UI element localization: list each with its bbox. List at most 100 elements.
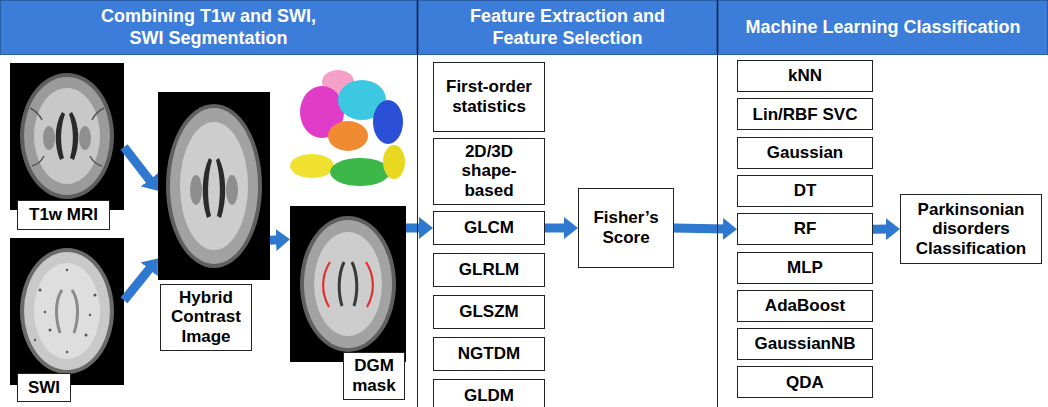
basal-ganglia <box>43 126 55 150</box>
flow-arrow <box>545 224 568 233</box>
feature-box: NGTDM <box>433 337 545 371</box>
box-label: kNN <box>743 66 867 86</box>
classifier-box: Lin/RBF SVC <box>737 98 873 130</box>
t1w-mri-image <box>10 63 124 210</box>
white-matter <box>34 88 100 184</box>
classifier-box: AdaBoost <box>737 290 873 322</box>
stage-column: Machine Learning Classification kNN Lin/RB… <box>718 0 1048 407</box>
header-bar: Feature Extraction and Feature Selection <box>418 0 717 55</box>
structure <box>290 154 334 178</box>
box-label: Parkinsonian disorders Classification <box>906 200 1036 259</box>
stage-column: Feature Extraction and Feature Selection… <box>418 0 718 407</box>
feature-box: GLRLM <box>433 253 545 287</box>
grey-matter <box>170 108 258 264</box>
box-label: QDA <box>743 373 867 393</box>
flow-arrow <box>406 223 423 232</box>
swi-image <box>10 238 124 385</box>
box-label: 2D/3D shape-based <box>439 142 539 201</box>
image-label-box: T1w MRI <box>17 200 110 230</box>
column-header: Combining T1w and SWI, SWI Segmentation <box>91 6 326 49</box>
dgm-mask-image <box>290 206 406 362</box>
structure <box>330 158 390 186</box>
box-label: RF <box>743 219 867 239</box>
flow-arrow <box>674 224 727 234</box>
skull <box>20 248 114 374</box>
image-background <box>158 92 270 280</box>
box-label: Lin/RBF SVC <box>743 105 867 125</box>
grey-matter <box>304 220 392 348</box>
ventricle <box>216 158 225 218</box>
feature-box: GLSZM <box>433 295 545 329</box>
classifier-box: MLP <box>737 252 873 284</box>
image-label: SWI <box>22 378 66 398</box>
structure <box>328 121 368 151</box>
feature-box: GLCM <box>433 211 545 245</box>
image-label: Hybrid Contrast Image <box>165 288 247 347</box>
skull <box>166 104 262 268</box>
image-label-box: SWI <box>17 373 71 402</box>
mask-outline <box>323 262 330 307</box>
feature-box: 2D/3D shape-based <box>433 138 545 205</box>
image-node: Hybrid Contrast Image <box>158 92 270 352</box>
feature-box: GLDM <box>433 379 545 407</box>
classifier-box: kNN <box>737 60 873 92</box>
box-label: GaussianNB <box>743 334 867 354</box>
basal-ganglia <box>190 175 202 205</box>
grey-matter <box>24 77 110 195</box>
white-matter <box>314 232 382 336</box>
image-node: T1w MRI <box>10 63 124 231</box>
classifier-box: DT <box>737 175 873 207</box>
flow-arrow <box>873 225 890 234</box>
image-node: SWI <box>10 238 124 402</box>
output-box: Parkinsonian disorders Classification <box>900 194 1042 264</box>
skull <box>20 73 114 199</box>
ventricle <box>56 112 65 160</box>
hybrid-contrast-image <box>158 92 270 280</box>
box-label: GLSZM <box>439 302 539 322</box>
box-label: First-order statistics <box>439 77 539 116</box>
column-header: Feature Extraction and Feature Selection <box>450 6 685 49</box>
flow-arrow <box>270 235 280 244</box>
white-matter <box>34 263 100 359</box>
box-label: GLDM <box>439 386 539 406</box>
classifier-box: Gaussian <box>737 137 873 169</box>
basal-ganglia <box>79 126 91 150</box>
box-label: Gaussian <box>743 143 867 163</box>
image-background <box>10 238 124 385</box>
stage-column: Combining T1w and SWI, SWI SegmentationT… <box>0 0 418 407</box>
image-label: DGM mask <box>348 356 400 395</box>
skull <box>300 216 396 352</box>
classifier-box: GaussianNB <box>737 328 873 360</box>
classifier-box: QDA <box>737 366 873 398</box>
structure <box>373 100 403 144</box>
structure <box>383 145 405 179</box>
box-label: GLCM <box>439 218 539 238</box>
ventricle <box>203 158 212 218</box>
image-label-box: DGM mask <box>343 352 405 400</box>
feature-box: First-order statistics <box>433 62 545 132</box>
box-label: MLP <box>743 258 867 278</box>
image-label-box: Hybrid Contrast Image <box>160 284 252 351</box>
image-label: T1w MRI <box>22 205 105 225</box>
dgm-3d-render <box>290 70 405 186</box>
header-bar: Machine Learning Classification <box>718 0 1048 55</box>
grey-matter <box>24 252 110 370</box>
basal-ganglia <box>226 175 238 205</box>
mask-outline <box>366 262 373 307</box>
flow-arrow <box>124 147 152 183</box>
flow-arrow <box>124 266 152 300</box>
ventricle <box>339 262 357 306</box>
image-background <box>290 206 406 362</box>
box-label: AdaBoost <box>743 296 867 316</box>
speckles <box>34 269 97 353</box>
classifier-box: RF <box>737 213 873 245</box>
white-matter <box>180 122 248 250</box>
ventricle <box>56 290 77 333</box>
box-label: Fisher’s Score <box>584 208 668 247</box>
image-background <box>10 63 124 210</box>
image-node: DGM mask <box>290 206 406 402</box>
selection-box: Fisher’s Score <box>578 188 674 268</box>
sulci <box>30 108 104 166</box>
box-label: GLRLM <box>439 260 539 280</box>
header-bar: Combining T1w and SWI, SWI Segmentation <box>0 0 417 55</box>
